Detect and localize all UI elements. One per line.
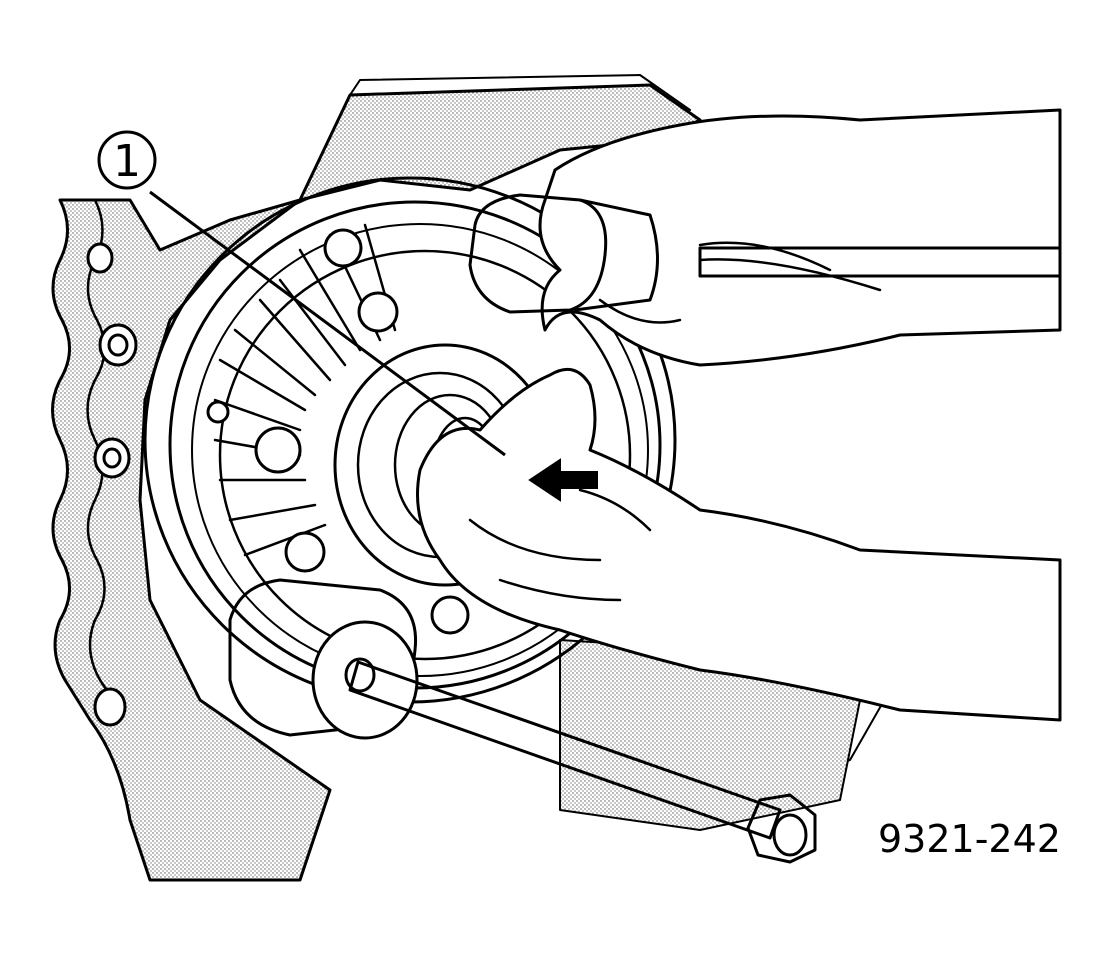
lower-hand	[416, 367, 1062, 722]
hammer	[468, 193, 1062, 314]
hex-nut	[746, 793, 817, 864]
driver-handle	[348, 660, 782, 840]
transmission-case	[51, 74, 891, 882]
direction-arrow	[528, 458, 598, 502]
flange-bolt-holes	[86, 242, 138, 727]
upper-hand	[538, 108, 1062, 367]
seal-installer-tool	[228, 578, 419, 740]
pump-bolt-bosses	[206, 228, 470, 635]
callout-number: 1	[113, 136, 141, 187]
callout-1: 1	[97, 130, 506, 457]
figure-id: 9321-242	[878, 817, 1061, 861]
